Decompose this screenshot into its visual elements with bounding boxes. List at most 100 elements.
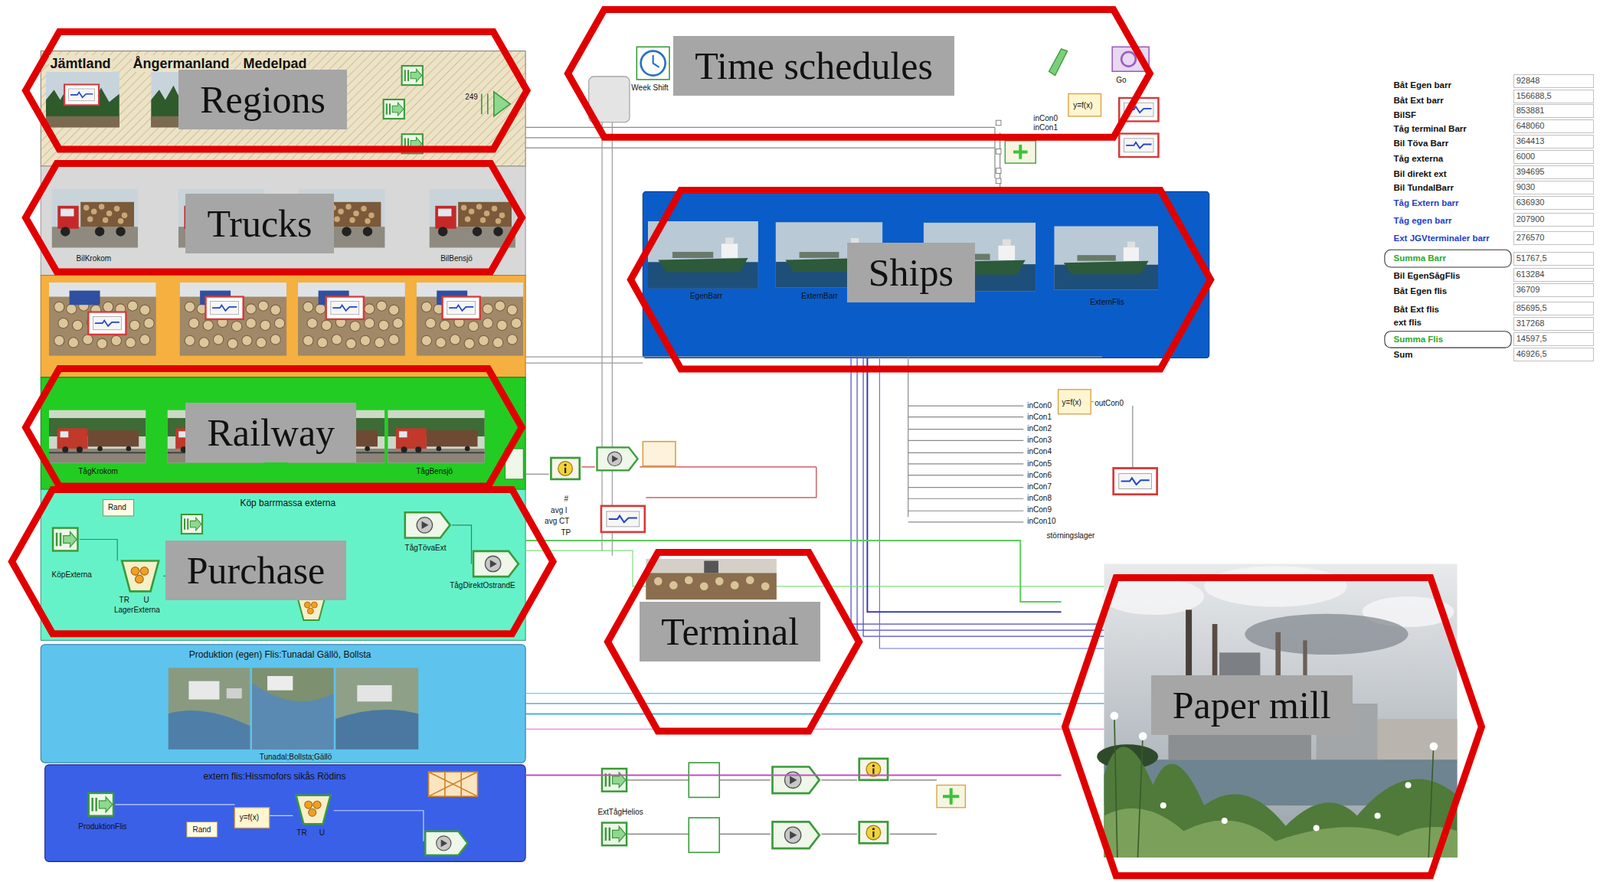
illustration-detail	[642, 191, 1209, 358]
illustration-detail	[669, 581, 678, 590]
illustration-detail	[103, 500, 135, 517]
callout-label: Railway	[185, 402, 357, 463]
illustration-detail	[40, 275, 526, 378]
illustration-detail	[1004, 140, 1036, 164]
table-value-cell: 51767,5	[1513, 251, 1595, 266]
panel-caption: ExternFlis	[1088, 297, 1126, 308]
statistics-blocks	[550, 389, 1157, 533]
illustration-detail	[1104, 746, 1458, 858]
model-bands	[40, 51, 1209, 863]
illustration-detail	[772, 821, 820, 849]
block-label: LagerExterna	[113, 605, 161, 616]
table-value-cell: 6000	[1513, 150, 1595, 164]
table-row-name: BilSF	[1393, 109, 1417, 121]
illustration-detail	[645, 572, 777, 600]
table-value-cell: 853881	[1513, 104, 1595, 118]
illustration-detail	[40, 377, 526, 490]
illustration-detail	[1377, 719, 1458, 760]
panel-heading: Jämtland	[49, 55, 113, 72]
illustration-detail	[525, 693, 1104, 694]
illustration-detail	[1114, 713, 1434, 858]
illustration-detail	[730, 581, 740, 590]
illustration-detail	[550, 458, 580, 480]
illustration-detail	[772, 767, 820, 795]
illustration-detail	[715, 577, 724, 586]
block-label: BilBensjö	[439, 254, 474, 264]
illustration-detail	[1102, 578, 1205, 616]
table-value-cell: 636930	[1513, 196, 1595, 210]
illustration-detail	[654, 577, 663, 586]
block-label: inCon2	[1026, 424, 1053, 434]
illustration-detail	[295, 795, 331, 825]
table-value-cell: 92848	[1513, 74, 1595, 89]
block-label: BilKrokom	[75, 254, 113, 264]
panel-heading: extern flis:Hissmofors sikås Rödins	[201, 771, 347, 783]
illustration-detail	[49, 282, 157, 357]
table-row-name: ext flis	[1393, 317, 1423, 328]
external-chips-panel: extern flis:Hissmofors sikås Rödins	[45, 765, 526, 863]
bottom-blocks	[602, 759, 966, 854]
illustration-detail	[1114, 713, 1118, 858]
panel-heading: EgenBarr	[688, 291, 724, 302]
illustration-detail	[1221, 817, 1228, 825]
illustration-detail	[1110, 712, 1120, 721]
block-label: avg CT	[543, 516, 570, 527]
table-row-name: Båt Ext barr	[1393, 94, 1445, 106]
illustration-detail	[1185, 609, 1192, 681]
production-panel: Produktion (egen) Flis:Tunadal Gällö, Bo…	[40, 644, 526, 764]
illustration-detail	[40, 166, 526, 276]
table-row-name: Båt Ext flis	[1393, 304, 1440, 315]
table-row-name: Båt Egen flis	[1393, 285, 1449, 297]
table-row-name: Båt Egen barr	[1393, 79, 1453, 91]
illustration-detail	[121, 560, 159, 592]
hexagon-outline	[26, 163, 523, 273]
illustration-detail	[52, 528, 78, 552]
block-label: 249	[464, 92, 479, 102]
illustration-detail	[297, 282, 406, 357]
illustration-detail	[1429, 742, 1439, 752]
section-callout: Time schedules	[564, 6, 1154, 141]
illustration-detail	[1090, 402, 1133, 470]
panel-heading: Köp barrmassa externa	[238, 497, 338, 509]
illustration-detail	[654, 575, 770, 591]
block-label: TR	[295, 828, 308, 838]
illustration-detail	[995, 148, 1002, 154]
illustration-detail	[995, 120, 1002, 184]
illustration-detail	[1113, 467, 1158, 495]
table-row-name: Summa Barr	[1393, 252, 1447, 264]
table-row-name: Bil EgenSågFlis	[1393, 270, 1462, 282]
illustration-detail	[908, 405, 1025, 523]
callout-label: Paper mill	[1151, 675, 1353, 736]
illustration-detail	[1313, 824, 1320, 832]
callout-label: Ships	[847, 242, 976, 303]
hexagon-outline	[26, 368, 523, 487]
illustration-detail	[251, 683, 334, 750]
illustration-detail	[1275, 632, 1281, 682]
table-row-name: Tåg terminal Barr	[1393, 123, 1468, 135]
illustration-detail	[688, 762, 720, 798]
illustration-detail	[181, 514, 203, 534]
illustration-detail	[473, 551, 519, 577]
block-label: avg l	[549, 506, 568, 516]
block-label: y=f(x)	[1061, 398, 1083, 408]
illustration-detail	[1049, 49, 1068, 76]
illustration-detail	[859, 759, 888, 781]
illustration-detail	[88, 793, 114, 817]
illustration-detail	[859, 821, 888, 844]
illustration-detail	[45, 765, 526, 863]
illustration-detail	[995, 120, 1002, 126]
illustration-detail	[49, 409, 147, 463]
illustration-detail	[907, 356, 909, 517]
callout-label: Time schedules	[673, 35, 955, 96]
illustration-detail	[186, 821, 218, 838]
callout-label: Regions	[178, 69, 347, 130]
block-label: #	[562, 494, 570, 504]
illustration-detail	[1428, 744, 1434, 858]
hexagon-outline	[631, 189, 1211, 369]
production-photos	[168, 667, 419, 750]
illustration-detail	[1160, 802, 1167, 809]
illustration-detail	[642, 441, 676, 467]
table-row-name: Bil Töva Barr	[1393, 137, 1450, 149]
table-value-cell: 613284	[1513, 268, 1595, 282]
